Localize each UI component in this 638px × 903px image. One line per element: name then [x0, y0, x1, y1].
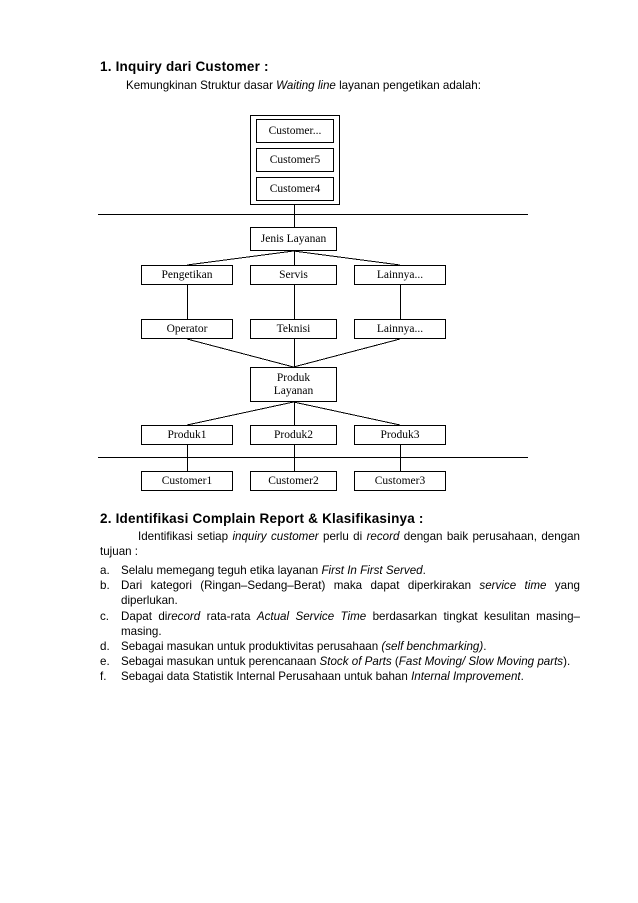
- item-f-text-2: .: [520, 670, 524, 684]
- item-c-text-1: Dapat di: [121, 609, 168, 623]
- queue-box-0[interactable]: Customer...: [256, 119, 334, 143]
- item-a-text-1: Selalu memegang teguh etika layanan: [121, 564, 322, 577]
- connector-servis-teknisi: [293, 285, 295, 319]
- node-teknisi[interactable]: Teknisi: [250, 319, 337, 339]
- item-c-italic-2: Actual Service Time: [256, 609, 367, 623]
- item-c-text-2: rata-rata: [200, 609, 257, 623]
- diagram-connectors: [186, 250, 401, 426]
- connector-produk2-customer2: [293, 445, 295, 471]
- section-1-heading: 1. Inquiry dari Customer :: [100, 59, 269, 74]
- produk-layanan-line1: Produk: [276, 371, 311, 384]
- node-lainnya-layanan[interactable]: Lainnya...: [354, 265, 446, 285]
- queue-box-2[interactable]: Customer4: [256, 177, 334, 201]
- node-produk-layanan[interactable]: Produk Layanan: [250, 367, 337, 402]
- connector-root-to-servis: [293, 251, 295, 265]
- node-customer-2[interactable]: Customer2: [250, 471, 337, 491]
- waiting-line-diagram: Customer... Customer5 Customer4 Jenis La…: [0, 105, 638, 495]
- lead-prefix: Kemungkinan Struktur dasar: [126, 79, 277, 92]
- lower-divider-rule: [98, 457, 528, 458]
- connector-teknisi-produk: [293, 339, 295, 367]
- node-produk-3[interactable]: Produk3: [354, 425, 446, 445]
- item-e-italic-1: Stock of Parts: [319, 655, 392, 669]
- item-a-text-2: .: [422, 564, 426, 577]
- section-2-list: a. Selalu memegang teguh etika layanan Fi…: [100, 563, 580, 685]
- item-c-italic-1: record: [167, 609, 201, 623]
- item-f-italic-1: Internal Improvement: [411, 670, 521, 684]
- section-1-lead: Kemungkinan Struktur dasar Waiting line …: [126, 79, 481, 92]
- item-b-text-1: Dari kategori (Ringan–Sedang–Berat) maka…: [121, 579, 480, 593]
- connector-produk3-customer3: [400, 445, 401, 471]
- list-marker-f: f.: [100, 670, 107, 684]
- list-marker-e: e.: [100, 655, 110, 669]
- item-e-text-1: Sebagai masukan untuk perencanaan: [121, 655, 320, 669]
- para-text-2: perlu di: [318, 530, 367, 543]
- para-text-3: dengan baik perusahaan, dengan tujuan :: [100, 530, 581, 559]
- connector-produk-layanan-produk2: [293, 402, 295, 425]
- list-item-e: e. Sebagai masukan untuk perencanaan Stoc…: [100, 654, 580, 669]
- list-item-f: f. Sebagai data Statistik Internal Perusa…: [100, 669, 580, 684]
- connector-produk1-customer1: [187, 445, 188, 471]
- connector-lainnya-lainnya: [400, 285, 401, 319]
- item-d-text-2: .: [483, 640, 487, 654]
- produk-layanan-line2: Layanan: [273, 384, 314, 397]
- connector-queue-to-root: [293, 205, 295, 227]
- section-2-heading: 2. Identifikasi Complain Report & Klasif…: [100, 511, 424, 526]
- node-produk-2[interactable]: Produk2: [250, 425, 337, 445]
- list-item-a: a. Selalu memegang teguh etika layanan Fi…: [100, 563, 580, 578]
- upper-divider-rule: [98, 214, 528, 215]
- node-customer-3[interactable]: Customer3: [354, 471, 446, 491]
- section-2-paragraph: Identifikasi setiap inquiry customer per…: [100, 529, 580, 559]
- node-servis[interactable]: Servis: [250, 265, 337, 285]
- node-customer-1[interactable]: Customer1: [141, 471, 233, 491]
- node-jenis-layanan[interactable]: Jenis Layanan: [250, 227, 337, 251]
- item-e-text-3: ).: [563, 655, 571, 669]
- para-italic-2: record: [366, 530, 400, 543]
- item-f-text-1: Sebagai data Statistik Internal Perusaha…: [121, 670, 412, 684]
- connector-pengetikan-operator: [187, 285, 188, 319]
- item-c-text-3: berdasarkan tingkat kesulitan masing–mas…: [121, 609, 580, 638]
- queue-box-1[interactable]: Customer5: [256, 148, 334, 172]
- list-item-b: b. Dari kategori (Ringan–Sedang–Berat) ma…: [100, 578, 580, 608]
- list-marker-c: c.: [100, 609, 110, 623]
- lead-italic: Waiting line: [276, 79, 336, 92]
- lead-suffix: layanan pengetikan adalah:: [335, 79, 481, 92]
- node-lainnya-resource[interactable]: Lainnya...: [354, 319, 446, 339]
- list-marker-a: a.: [100, 564, 110, 577]
- list-item-d: d. Sebagai masukan untuk produktivitas pe…: [100, 639, 580, 654]
- item-b-text-2: yang diperlukan.: [121, 579, 580, 608]
- item-e-text-2: (: [391, 655, 399, 669]
- item-d-italic-1: (self benchmarking): [381, 640, 484, 654]
- node-pengetikan[interactable]: Pengetikan: [141, 265, 233, 285]
- para-text-1: Identifikasi setiap: [138, 530, 233, 543]
- item-b-italic-1: service time: [479, 579, 547, 593]
- node-operator[interactable]: Operator: [141, 319, 233, 339]
- list-marker-d: d.: [100, 640, 110, 654]
- node-produk-1[interactable]: Produk1: [141, 425, 233, 445]
- item-a-italic-1: First In First Served: [321, 564, 423, 577]
- item-d-text-1: Sebagai masukan untuk produktivitas peru…: [121, 640, 382, 654]
- para-italic-1: inquiry customer: [232, 530, 319, 543]
- list-marker-b: b.: [100, 579, 110, 593]
- list-item-c: c. Dapat direcord rata-rata Actual Servic…: [100, 609, 580, 639]
- item-e-italic-2: Fast Moving/ Slow Moving parts: [398, 655, 564, 669]
